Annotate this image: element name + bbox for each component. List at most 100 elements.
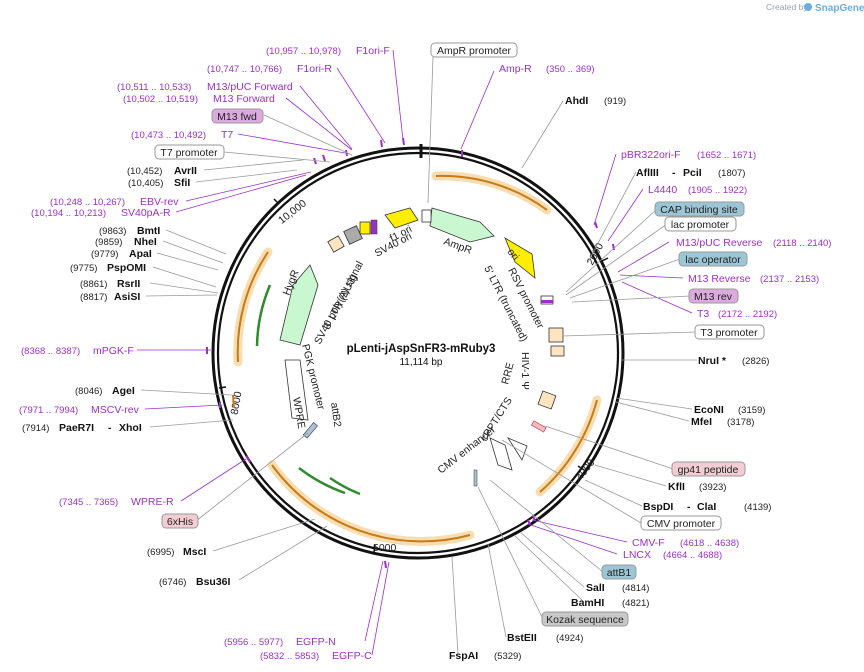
enzyme-position: (4139)	[744, 502, 771, 513]
boxed-label: Kozak sequence	[546, 614, 624, 626]
boxed-label: T7 promoter	[160, 147, 218, 159]
snapgene-logo-icon	[804, 3, 812, 11]
enzyme-position: (3923)	[699, 482, 726, 493]
primer-name: T3	[697, 308, 709, 320]
primer-range: (2137 .. 2153)	[760, 274, 819, 285]
primer-name: F1ori-F	[356, 45, 390, 57]
primer-range: (1905 .. 1922)	[688, 185, 747, 196]
primer-range: (350 .. 369)	[546, 64, 595, 75]
enzyme-name: ApaI	[129, 248, 152, 260]
enzyme-position: (8046)	[75, 386, 102, 397]
primer-range: (10,502 .. 10,519)	[123, 94, 198, 105]
feature-label: SV40 poly(A) signal	[312, 259, 366, 346]
ampr-arrow	[429, 207, 495, 243]
hygr-arrow	[279, 264, 319, 346]
enzyme-name: MscI	[183, 546, 206, 558]
enzyme-position: (1807)	[718, 168, 745, 179]
enzyme-name: AgeI	[112, 385, 135, 397]
primer-range: (7971 .. 7994)	[19, 405, 78, 416]
primer-range: (10,957 .. 10,978)	[266, 46, 341, 57]
primer-name: F1ori-R	[297, 63, 332, 75]
primer-marks	[206, 137, 615, 569]
primer-range: (4618 .. 4638)	[680, 538, 739, 549]
boxed-label: gp41 peptide	[678, 464, 739, 476]
enzyme-position: (919)	[604, 96, 626, 107]
boxed-labels: AmpR promoter M13 fwd T7 promoter CAP bi…	[154, 42, 765, 627]
enzyme-name: MfeI	[691, 416, 712, 428]
boxed-label: CMV promoter	[647, 518, 716, 530]
plasmid-size: 11,114 bp	[399, 357, 442, 368]
feature-label: RRE	[499, 361, 516, 386]
enzyme-name: AhdI	[565, 95, 588, 107]
primer-name: EBV-rev	[140, 196, 179, 208]
tick-label: 8000	[229, 390, 245, 415]
enzyme-name: AsiSI	[114, 291, 140, 303]
enzyme-name: BamHI	[571, 597, 604, 609]
enzyme-position: (8861)	[80, 279, 107, 290]
primer-range: (5832 .. 5853)	[260, 651, 319, 662]
plasmid-name: pLenti-jAspSnFR3-mRuby3	[347, 343, 496, 355]
enzyme-position: (6746)	[159, 577, 186, 588]
enzyme-position: (2826)	[742, 356, 769, 367]
enzyme-position: (4814)	[622, 583, 649, 594]
primer-range: (2172 .. 2192)	[718, 309, 777, 320]
enzyme-position: (4821)	[622, 598, 649, 609]
enzyme-position: (6995)	[147, 547, 174, 558]
primer-name: T7	[221, 129, 233, 141]
primer-name: EGFP-C	[332, 650, 372, 662]
boxed-label: lac promoter	[671, 219, 730, 231]
enzyme-name: FspAI	[449, 650, 478, 662]
enzyme-name: PciI	[683, 167, 702, 179]
enzyme-name: EcoNI	[694, 404, 724, 416]
primer-name: pBR322ori-F	[621, 149, 681, 161]
primer-range: (10,194 .. 10,213)	[31, 208, 106, 219]
primer-name: CMV-F	[632, 537, 665, 549]
primer-name: Amp-R	[499, 63, 532, 75]
pgk-promoter-arrow	[284, 359, 309, 421]
enzyme-position: (7914)	[22, 423, 49, 434]
primer-range: (10,747 .. 10,766)	[207, 64, 282, 75]
tick-labels: 2000 4000 5000 8000 10,000	[229, 197, 607, 554]
enzyme-position: (9779)	[91, 249, 118, 260]
primer-name: LNCX	[623, 549, 651, 561]
primer-range: (8368 .. 8387)	[21, 346, 80, 357]
enzyme-name: SalI	[586, 582, 605, 594]
enzyme-name: XhoI	[119, 422, 142, 434]
enzyme-name: ClaI	[697, 501, 716, 513]
enzyme-position: (8817)	[80, 292, 107, 303]
primer-range: (10,248 .. 10,267)	[50, 197, 125, 208]
primer-name: MSCV-rev	[91, 404, 140, 416]
feature-arcs	[232, 171, 602, 546]
primer-name: M13 Reverse	[688, 273, 751, 285]
boxed-label: CAP binding site	[660, 204, 738, 216]
boxed-label: M13 fwd	[217, 111, 257, 123]
enzyme-labels: AhdI (919) AflIII - PciI (1807) NruI * (…	[22, 95, 771, 662]
enzyme-position: (9863)	[99, 226, 126, 237]
feature-label: HIV-1 Ψ	[519, 352, 531, 390]
enzyme-name: NheI	[134, 236, 157, 248]
enzyme-position: (5329)	[494, 651, 521, 662]
primer-range: (4664 .. 4688)	[663, 550, 722, 561]
feature-label: WPRE	[290, 396, 307, 429]
inner-features	[279, 207, 565, 487]
enzyme-position: (9859)	[95, 237, 122, 248]
enzyme-position: (10,452)	[127, 166, 162, 177]
primer-name: SV40pA-R	[121, 207, 171, 219]
enzyme-leader-lines	[140, 100, 697, 655]
enzyme-name: AvrII	[174, 165, 197, 177]
primer-labels: F1ori-F (10,957 .. 10,978) F1ori-R (10,7…	[19, 45, 831, 662]
feature-label: CMV enhancer	[435, 423, 498, 476]
enzyme-position: (3178)	[727, 417, 754, 428]
svg-text:-: -	[672, 167, 676, 179]
tick-marks	[218, 198, 609, 553]
created-by-text: Created by	[766, 2, 808, 12]
f1-ori-arrow	[384, 207, 419, 229]
primer-range: (5956 .. 5977)	[224, 637, 283, 648]
primer-range: (7345 .. 7365)	[59, 497, 118, 508]
enzyme-name: KflI	[668, 481, 685, 493]
enzyme-name: NruI *	[698, 355, 727, 367]
primer-name: M13/pUC Reverse	[676, 237, 763, 249]
enzyme-name: PaeR7I	[59, 422, 94, 434]
primer-range: (10,473 .. 10,492)	[131, 130, 206, 141]
